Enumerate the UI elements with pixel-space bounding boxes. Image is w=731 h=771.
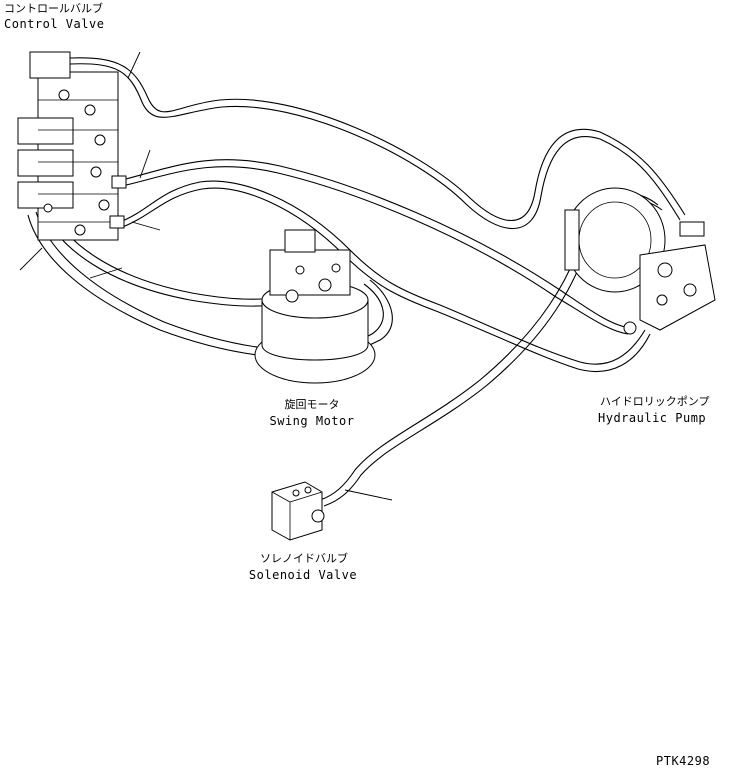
hydraulic-pump-head (639, 244, 716, 331)
control-valve-spool-3 (17, 181, 74, 209)
hose-lower-inner (119, 187, 651, 373)
hose-loop-outer (27, 214, 393, 359)
control-valve-fitting-upper (111, 175, 127, 189)
control-valve-spool-1 (17, 117, 74, 145)
leader-lines (19, 51, 393, 501)
control-valve-drawing (17, 51, 127, 241)
control-valve-top-block (29, 51, 71, 79)
hydraulic-pump-port (679, 221, 705, 237)
swing-motor-label-ja: 旋回モータ (284, 398, 340, 411)
hose-middle-outer (121, 159, 631, 329)
control-valve-label-ja: コントロールバルブ (4, 2, 103, 15)
control-valve-fitting-lower (109, 215, 125, 229)
drawing-code: PTK4298 (656, 754, 711, 768)
solenoid-valve-block (271, 481, 323, 541)
solenoid-valve-label-en: Solenoid Valve (248, 568, 358, 582)
control-valve-label-en: Control Valve (4, 17, 105, 31)
hose-top-inner (69, 63, 681, 230)
solenoid-valve-fitting (311, 509, 325, 523)
hose-top-outer (69, 57, 686, 221)
hydraulic-pump-drawing (564, 187, 716, 335)
swing-motor-drawing (254, 229, 376, 384)
hose-lower-outer (119, 180, 646, 365)
hydraulic-pump-label-en: Hydraulic Pump (598, 411, 707, 425)
hose-middle-inner (121, 166, 629, 335)
hose-loop-inner (35, 211, 384, 351)
swing-motor-valve-block (269, 249, 351, 296)
solenoid-valve-label-ja: ソレノイドバルブ (260, 552, 348, 565)
hydraulic-pump-label-ja: ハイドロリックポンプ (600, 395, 710, 408)
solenoid-valve-drawing (271, 481, 325, 541)
control-valve-spool-2 (17, 149, 74, 177)
swing-motor-label-en: Swing Motor (269, 414, 355, 428)
